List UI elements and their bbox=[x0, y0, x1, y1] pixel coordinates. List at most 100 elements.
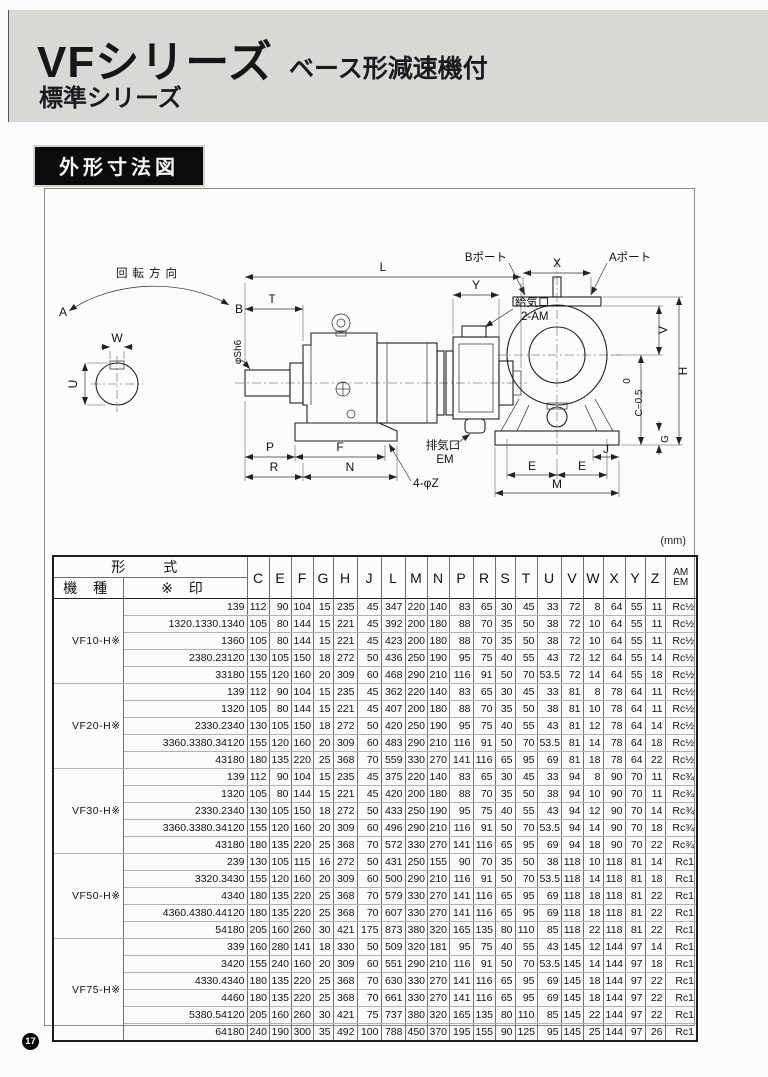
value-cell: 70 bbox=[356, 972, 382, 990]
value-cell: 105 bbox=[246, 632, 270, 650]
value-cell: 140 bbox=[426, 598, 450, 616]
column-header-C: C bbox=[246, 555, 270, 599]
b-port-label: Bポート bbox=[465, 251, 507, 264]
value-cell: 88 bbox=[448, 700, 474, 718]
mark-cell: 3360.3380.34120 bbox=[122, 734, 248, 752]
dim-f-label: F bbox=[336, 440, 343, 454]
value-cell: 12 bbox=[582, 717, 604, 735]
value-cell: 45 bbox=[356, 768, 382, 786]
value-cell: 141 bbox=[448, 751, 474, 769]
value-cell: 12 bbox=[582, 649, 604, 667]
value-cell: 116 bbox=[448, 734, 474, 752]
value-cell: 95 bbox=[514, 989, 538, 1007]
value-cell: 11 bbox=[644, 683, 666, 701]
value-cell: 165 bbox=[448, 921, 474, 939]
value-cell: 20 bbox=[312, 666, 334, 684]
value-cell: 94 bbox=[560, 785, 584, 803]
value-cell: 221 bbox=[332, 700, 358, 718]
value-cell: 70 bbox=[514, 870, 538, 888]
value-cell: 65 bbox=[494, 904, 516, 922]
value-cell: 78 bbox=[602, 751, 626, 769]
value-cell: 70 bbox=[514, 955, 538, 973]
value-cell: 38 bbox=[536, 700, 562, 718]
value-cell: 55 bbox=[624, 649, 646, 667]
dim-e-right-label: E bbox=[578, 459, 586, 473]
value-cell: 91 bbox=[472, 734, 496, 752]
value-cell: 135 bbox=[268, 887, 292, 905]
value-cell: 72 bbox=[560, 632, 584, 650]
value-cell: 220 bbox=[290, 836, 314, 854]
value-cell: 45 bbox=[514, 683, 538, 701]
value-cell: 45 bbox=[356, 683, 382, 701]
value-cell: 155 bbox=[246, 734, 270, 752]
dim-c-label: C−0.5 bbox=[634, 389, 645, 416]
value-cell: 64 bbox=[602, 649, 626, 667]
dim-p-label: P bbox=[266, 440, 274, 454]
value-cell: 559 bbox=[380, 751, 406, 769]
value-cell: Rc¾ bbox=[664, 836, 698, 854]
value-cell: 112 bbox=[246, 598, 270, 616]
value-cell: 118 bbox=[602, 904, 626, 922]
column-header-V: V bbox=[560, 555, 584, 599]
value-cell: 272 bbox=[332, 717, 358, 735]
value-cell: 368 bbox=[332, 836, 358, 854]
value-cell: 11 bbox=[644, 598, 666, 616]
value-cell: Rc1 bbox=[664, 921, 698, 939]
value-cell: 130 bbox=[246, 717, 270, 735]
value-cell: 607 bbox=[380, 904, 406, 922]
value-cell: 270 bbox=[426, 972, 450, 990]
value-cell: 22 bbox=[644, 836, 666, 854]
value-cell: 12 bbox=[582, 802, 604, 820]
value-cell: 50 bbox=[494, 870, 516, 888]
column-header-Z: Z bbox=[644, 555, 666, 599]
value-cell: 91 bbox=[472, 955, 496, 973]
value-cell: 50 bbox=[494, 734, 516, 752]
mark-cell: 3320.3430 bbox=[122, 870, 248, 888]
value-cell: Rc1 bbox=[664, 938, 698, 956]
value-cell: Rc½ bbox=[664, 632, 698, 650]
value-cell: 290 bbox=[404, 734, 428, 752]
header-mark: ※ 印 bbox=[122, 577, 248, 599]
value-cell: 81 bbox=[624, 870, 646, 888]
value-cell: 90 bbox=[448, 853, 474, 871]
value-cell: 55 bbox=[514, 649, 538, 667]
value-cell: 53.5 bbox=[536, 955, 562, 973]
value-cell: 38 bbox=[536, 632, 562, 650]
value-cell: 250 bbox=[404, 853, 428, 871]
value-cell: 35 bbox=[312, 1023, 334, 1042]
value-cell: 11 bbox=[644, 785, 666, 803]
value-cell: 190 bbox=[268, 1023, 292, 1042]
value-cell: 14 bbox=[644, 802, 666, 820]
column-header-L: L bbox=[380, 555, 406, 599]
value-cell: 145 bbox=[560, 938, 584, 956]
value-cell: 104 bbox=[290, 768, 314, 786]
value-cell: Rc1 bbox=[664, 904, 698, 922]
page-subtitle: ベース形減速機付 bbox=[289, 55, 488, 83]
value-cell: 25 bbox=[312, 887, 334, 905]
value-cell: 35 bbox=[494, 785, 516, 803]
value-cell: 105 bbox=[246, 700, 270, 718]
value-cell: 65 bbox=[494, 972, 516, 990]
value-cell: 160 bbox=[246, 938, 270, 956]
mark-cell: 1360 bbox=[122, 632, 248, 650]
value-cell: 50 bbox=[356, 649, 382, 667]
value-cell: 116 bbox=[472, 836, 496, 854]
value-cell: 25 bbox=[312, 751, 334, 769]
value-cell: 18 bbox=[582, 904, 604, 922]
value-cell: 551 bbox=[380, 955, 406, 973]
header-machine: 機 種 bbox=[52, 577, 124, 599]
value-cell: 69 bbox=[536, 989, 562, 1007]
value-cell: 135 bbox=[268, 751, 292, 769]
value-cell: 26 bbox=[644, 1023, 666, 1042]
value-cell: 70 bbox=[356, 887, 382, 905]
value-cell: 95 bbox=[448, 649, 474, 667]
value-cell: 50 bbox=[356, 802, 382, 820]
value-cell: 25 bbox=[312, 989, 334, 1007]
value-cell: 118 bbox=[560, 870, 584, 888]
value-cell: 53.5 bbox=[536, 819, 562, 837]
value-cell: 140 bbox=[426, 768, 450, 786]
value-cell: 65 bbox=[494, 751, 516, 769]
value-cell: 200 bbox=[404, 615, 428, 633]
value-cell: 80 bbox=[494, 1006, 516, 1024]
value-cell: 69 bbox=[536, 751, 562, 769]
